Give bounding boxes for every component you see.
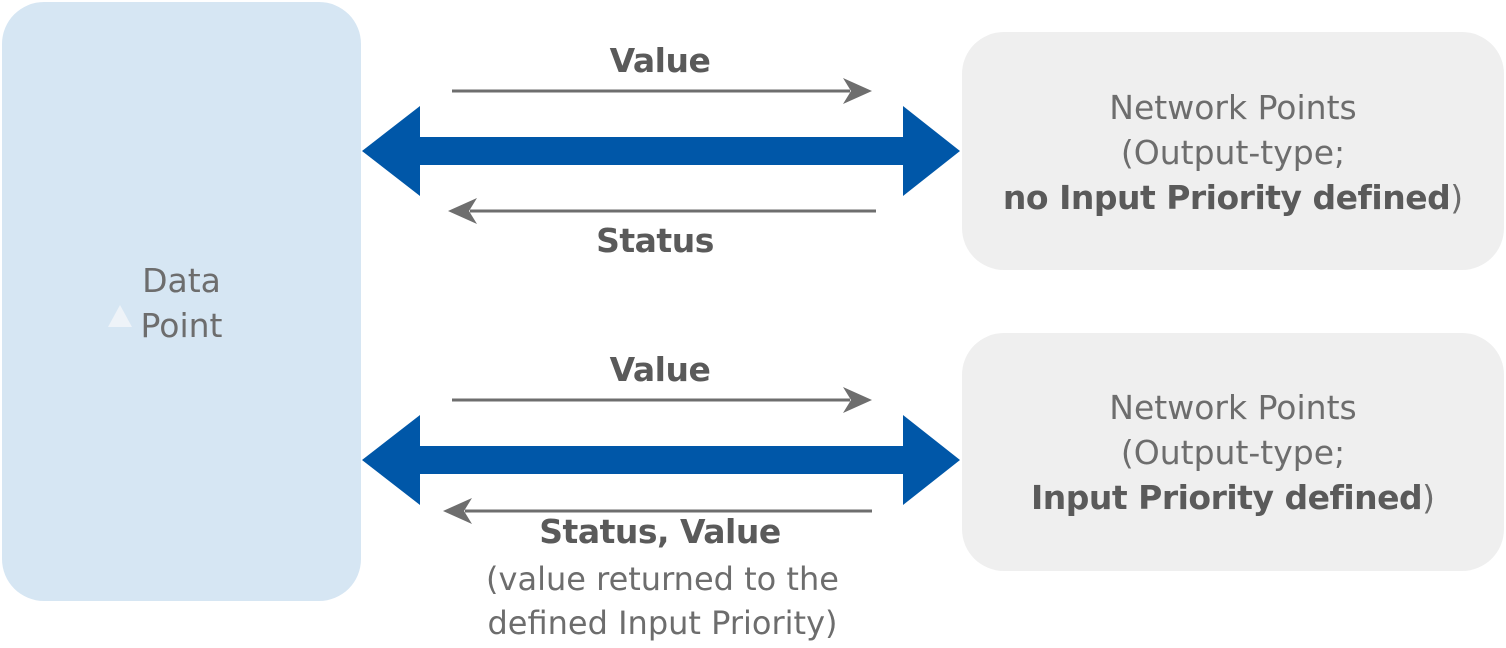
network-points-bottom-priority: Input Priority defined bbox=[1031, 478, 1423, 517]
network-points-bottom-line2: (Output-type; bbox=[1120, 433, 1346, 472]
value-label-top: Value bbox=[609, 41, 711, 80]
network-points-bottom-suffix: ) bbox=[1422, 478, 1435, 517]
data-point-label-line2: Point bbox=[140, 306, 223, 345]
arrow-status-value-bottom bbox=[443, 498, 872, 524]
network-points-bottom-line3: Input Priority defined) bbox=[962, 475, 1504, 520]
double-arrow-bottom bbox=[362, 415, 960, 505]
status-value-label-bottom: Status, Value bbox=[539, 512, 781, 551]
network-points-top-line3: no Input Priority defined) bbox=[962, 175, 1504, 220]
network-points-label-top: Network Points (Output-type; no Input Pr… bbox=[962, 85, 1504, 220]
status-label-top: Status bbox=[596, 221, 714, 260]
return-note-line1: (value returned to the bbox=[486, 560, 839, 598]
return-note: (value returned to the defined Input Pri… bbox=[440, 557, 885, 645]
return-note-line2: defined Input Priority) bbox=[487, 604, 838, 642]
network-points-box-top bbox=[962, 32, 1504, 270]
double-arrow-top bbox=[362, 106, 960, 196]
network-points-bottom-line1: Network Points bbox=[1109, 388, 1357, 427]
arrow-value-top bbox=[452, 78, 872, 104]
value-label-bottom: Value bbox=[609, 350, 711, 389]
network-points-top-line1: Network Points bbox=[1109, 88, 1357, 127]
network-points-top-line2: (Output-type; bbox=[1120, 133, 1346, 172]
network-points-box-bottom bbox=[962, 333, 1504, 571]
arrow-value-bottom bbox=[452, 387, 872, 413]
arrow-status-top bbox=[448, 198, 876, 224]
network-points-top-priority: no Input Priority defined bbox=[1002, 178, 1451, 217]
data-point-label-line1: Data bbox=[142, 261, 221, 300]
network-points-top-suffix: ) bbox=[1450, 178, 1464, 217]
data-point-label: Data Point bbox=[2, 258, 361, 348]
network-points-label-bottom: Network Points (Output-type; Input Prior… bbox=[962, 385, 1504, 520]
data-point-box bbox=[2, 2, 361, 601]
cursor-icon bbox=[108, 305, 132, 327]
